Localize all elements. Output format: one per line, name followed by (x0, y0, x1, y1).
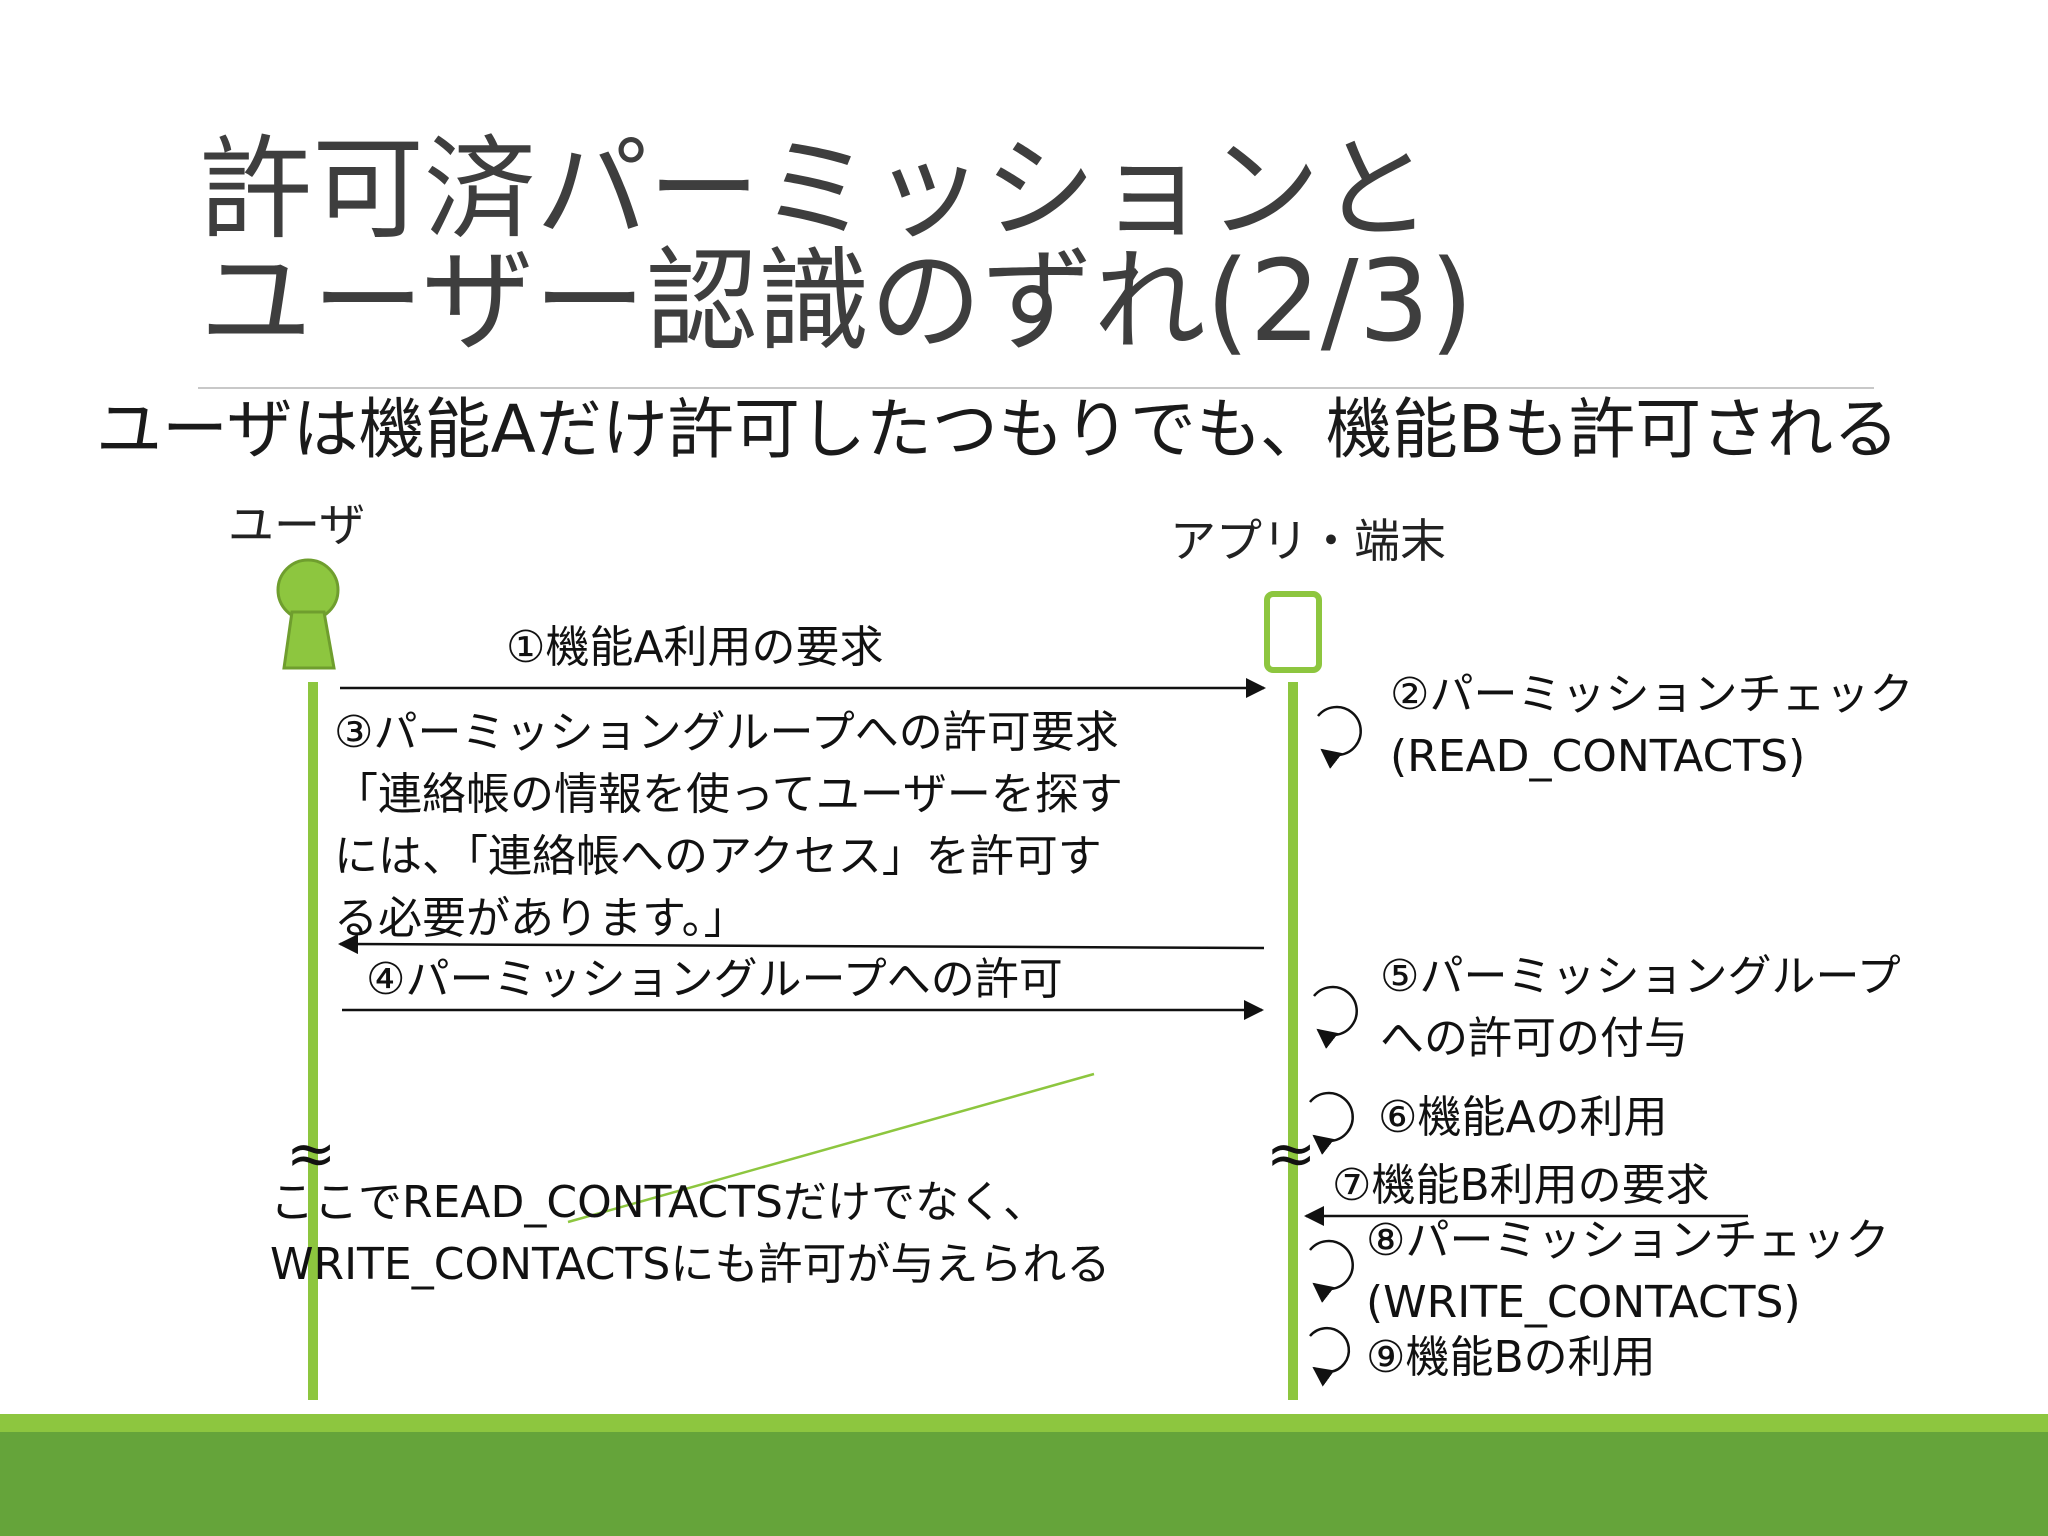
footer-bar (0, 1432, 2048, 1536)
message-4: ④パーミッショングループへの許可 (366, 954, 1063, 1005)
callout-line (567, 1072, 1095, 1224)
loop-m9 (1309, 1326, 1351, 1387)
message-6: ⑥機能Aの利用 (1378, 1092, 1668, 1143)
message-3-line-4: る必要があります。」 (334, 893, 748, 944)
message-7: ⑦機能B利用の要求 (1332, 1160, 1710, 1211)
message-8-line-1: ⑧パーミッションチェック (1366, 1215, 1890, 1266)
message-5-line-1: ⑤パーミッショングループ (1380, 951, 1901, 1002)
message-8: ⑧パーミッションチェック (WRITE_CONTACTS) (1366, 1210, 1889, 1334)
smartphone-icon (1264, 591, 1322, 673)
title-divider (198, 387, 1874, 389)
loop-m5 (1313, 985, 1358, 1049)
message-3-line-2: 「連絡帳の情報を使ってユーザーを探す (334, 769, 1123, 820)
message-3: ③パーミッショングループへの許可要求 「連絡帳の情報を使ってユーザーを探す には… (334, 702, 1123, 950)
message-2-line-2: (READ_CONTACTS) (1390, 731, 1806, 782)
loop-m8 (1309, 1239, 1354, 1303)
message-5-line-2: への許可の付与 (1380, 1013, 1688, 1064)
actor-app-label: アプリ・端末 (1170, 514, 1446, 568)
message-3-line-1: ③パーミッショングループへの許可要求 (334, 707, 1119, 758)
message-2: ②パーミッションチェック (READ_CONTACTS) (1390, 664, 1913, 788)
user-lifeline (308, 682, 318, 1400)
user-break-mark: ≈ (286, 1119, 337, 1189)
footer-accent-bar (0, 1414, 2048, 1432)
title-line-1: 許可済パーミッションと (200, 125, 1432, 255)
message-8-line-2: (WRITE_CONTACTS) (1366, 1277, 1801, 1328)
loop-m2 (1317, 705, 1362, 769)
actor-user-label: ユーザ (228, 498, 366, 552)
title-line-2: ユーザー認識のずれ(2/3) (200, 237, 1474, 367)
user-actor-icon (276, 558, 340, 670)
message-3-line-3: には、「連絡帳へのアクセス」を許可す (334, 831, 1102, 882)
arrow-m3 (338, 934, 1265, 955)
app-lifeline (1288, 682, 1298, 1400)
note-line-2: WRITE_CONTACTSにも許可が与えられる (270, 1239, 1111, 1290)
subtitle: ユーザは機能Aだけ許可したつもりでも、機能Bも許可される (96, 391, 1900, 468)
loop-m6 (1309, 1091, 1354, 1155)
message-1: ①機能A利用の要求 (506, 622, 884, 673)
message-5: ⑤パーミッショングループ への許可の付与 (1380, 946, 1901, 1070)
message-9: ⑨機能Bの利用 (1366, 1332, 1656, 1383)
note-line-1: ここでREAD_CONTACTSだけでなく、 (270, 1177, 1047, 1228)
app-break-mark: ≈ (1266, 1119, 1317, 1189)
note: ここでREAD_CONTACTSだけでなく、 WRITE_CONTACTSにも許… (270, 1172, 1110, 1296)
message-2-line-1: ②パーミッションチェック (1390, 669, 1914, 720)
